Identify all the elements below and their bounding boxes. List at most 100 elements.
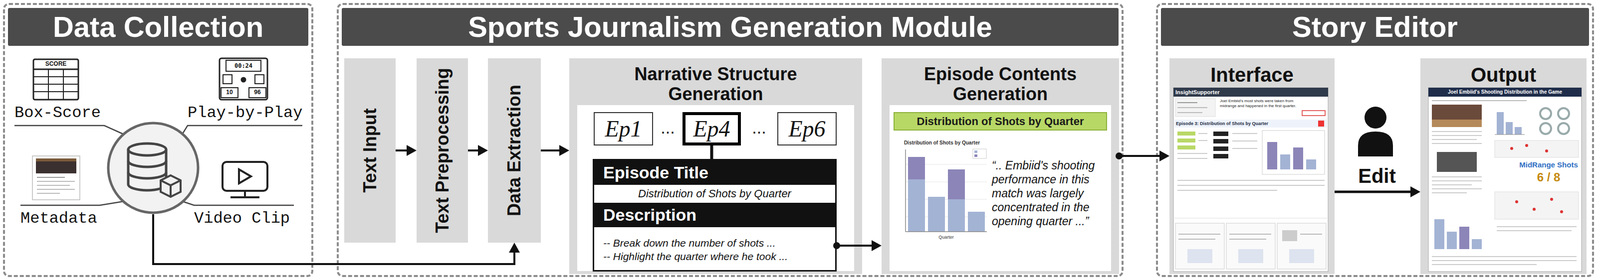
interface-screenshot-part bbox=[1229, 238, 1267, 240]
icon-text: 96 bbox=[248, 88, 266, 97]
source-label: Play-by-Play bbox=[187, 103, 308, 123]
interface-screenshot-part bbox=[1177, 153, 1208, 155]
arrow-head bbox=[871, 240, 882, 252]
database-icon-part bbox=[128, 149, 167, 191]
quote-text: “.. Embiid's shooting performance in thi… bbox=[991, 158, 1110, 229]
arrow-line bbox=[836, 244, 874, 247]
axis-label: Quarter bbox=[905, 234, 987, 241]
database-icon bbox=[108, 123, 199, 214]
episode-text: Episode Title bbox=[594, 160, 836, 186]
output-article-part bbox=[1545, 149, 1549, 153]
output-article-part bbox=[1436, 152, 1477, 173]
interface-screenshot-part bbox=[1306, 159, 1317, 170]
output-article-part bbox=[1558, 108, 1570, 120]
box-score-icon-part bbox=[33, 76, 79, 78]
output-article-part bbox=[1494, 192, 1579, 220]
scoreboard-icon-part bbox=[221, 87, 238, 98]
arrow-head bbox=[559, 145, 570, 157]
bar-chart-part bbox=[967, 212, 985, 232]
module-box: Narrative Structure GenerationEp1Ep4Ep6E… bbox=[569, 58, 863, 275]
bar-chart bbox=[905, 149, 987, 232]
database-icon-part bbox=[160, 180, 181, 198]
ellipsis: ... bbox=[653, 117, 683, 138]
module-title: Episode Contents Generation bbox=[881, 58, 1120, 105]
output-article-part bbox=[1431, 184, 1472, 186]
panel-title: Sports Journalism Generation Module bbox=[341, 7, 1119, 46]
box-score-icon-part bbox=[33, 68, 79, 71]
panel-title: Story Editor bbox=[1160, 7, 1590, 46]
output-article-part bbox=[1515, 200, 1519, 204]
episode-box: Ep4 bbox=[682, 112, 741, 146]
output-article-part bbox=[1496, 226, 1577, 228]
leader-lines-part bbox=[182, 201, 294, 206]
output-article-part bbox=[1431, 192, 1467, 194]
ellipsis: ... bbox=[740, 117, 778, 138]
interface-screenshot-part bbox=[1198, 140, 1208, 142]
step-label: Text Preprocessing bbox=[432, 67, 454, 233]
chart-title: Distribution of Shots by Quarter bbox=[894, 140, 990, 147]
box-score-icon-part bbox=[33, 83, 79, 85]
module-title: Output bbox=[1420, 58, 1587, 87]
interface-screenshot-part bbox=[1174, 119, 1328, 128]
output-article-part bbox=[1431, 260, 1577, 262]
arrow-start-dot bbox=[1115, 152, 1123, 160]
interface-screenshot-part bbox=[1173, 87, 1329, 272]
output-article-part bbox=[1434, 219, 1445, 250]
module-title: Interface bbox=[1169, 58, 1335, 87]
bar-chart-part bbox=[905, 149, 907, 232]
database-icon-part bbox=[160, 175, 181, 198]
interface-screenshot-part bbox=[1277, 223, 1327, 270]
video-icon-part bbox=[222, 162, 268, 192]
flow-arrow bbox=[467, 145, 488, 157]
output-article-part bbox=[1525, 144, 1529, 148]
arrow-head bbox=[1159, 150, 1170, 162]
interface-screenshot-part bbox=[1289, 249, 1315, 264]
source-label: Video Clip bbox=[194, 209, 304, 229]
output-article-part bbox=[1505, 122, 1513, 135]
scoreboard-icon-part bbox=[254, 74, 264, 84]
metadata-thumbnail bbox=[32, 156, 80, 201]
description-text: -- Highlight the quarter where he took .… bbox=[594, 249, 836, 264]
module-title: Narrative Structure Generation bbox=[569, 58, 863, 105]
bar-chart-part bbox=[905, 164, 987, 166]
interface-screenshot-part bbox=[1177, 107, 1208, 109]
person-icon-part bbox=[1358, 131, 1393, 157]
scoreboard-icon-part bbox=[248, 87, 266, 98]
interface-screenshot-part bbox=[1302, 110, 1326, 116]
interface-screenshot bbox=[1173, 87, 1329, 272]
output-article-part bbox=[1431, 143, 1482, 145]
output-article-part bbox=[1532, 208, 1536, 212]
description-text: Description bbox=[594, 203, 836, 228]
arrow-head bbox=[477, 145, 488, 157]
database-icon-part bbox=[128, 172, 167, 179]
bar-chart-part bbox=[905, 182, 987, 183]
process-box: Text Input bbox=[344, 58, 396, 243]
video-icon bbox=[222, 162, 268, 198]
output-article bbox=[1428, 87, 1582, 272]
output-article-part bbox=[1459, 227, 1470, 250]
section-panel: Data Collection bbox=[2, 2, 314, 278]
output-article-part bbox=[1558, 123, 1570, 135]
bar-chart-part bbox=[905, 217, 987, 218]
arrow-line bbox=[540, 149, 561, 152]
bar-chart-part bbox=[905, 199, 987, 201]
interface-screenshot-part bbox=[1293, 147, 1304, 170]
icon-text: 10 bbox=[221, 88, 238, 97]
database-icon-part bbox=[108, 123, 199, 214]
video-icon-part bbox=[238, 169, 251, 184]
interface-screenshot-part bbox=[1177, 131, 1196, 136]
interface-screenshot-part bbox=[1174, 218, 1328, 220]
output-article-part bbox=[1446, 231, 1457, 250]
stat-value: 6 / 8 bbox=[1516, 170, 1581, 185]
video-icon-part bbox=[243, 191, 246, 198]
output-article-part bbox=[1540, 108, 1552, 120]
metadata-thumbnail-part bbox=[36, 193, 60, 195]
interface-screenshot-part bbox=[1226, 223, 1276, 270]
flow-arrow bbox=[540, 145, 570, 157]
interface-screenshot-part bbox=[1173, 87, 1329, 97]
interface-screenshot-part bbox=[1198, 133, 1208, 135]
box-score-icon-part bbox=[33, 91, 79, 93]
bar-chart-part bbox=[947, 169, 965, 200]
stat-label: MidRange Shots bbox=[1516, 160, 1581, 170]
episode-box: Ep6 bbox=[777, 112, 837, 146]
